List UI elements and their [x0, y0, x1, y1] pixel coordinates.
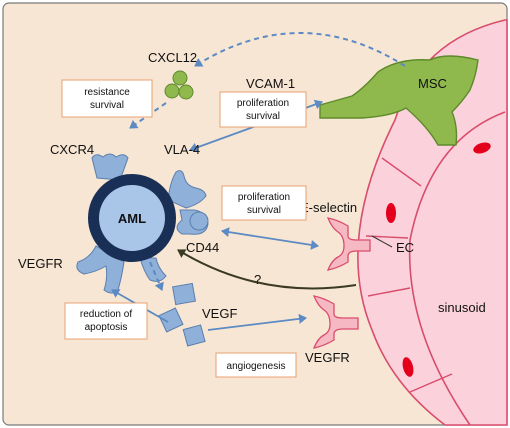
ec-label: EC — [396, 240, 414, 255]
cd44-eselectin-arrow — [221, 227, 319, 250]
cxcr4-label: CXCR4 — [50, 142, 94, 157]
box-line: resistance — [84, 87, 130, 98]
vegfr-left-label: VEGFR — [18, 256, 63, 271]
vla4-label: VLA-4 — [164, 142, 200, 157]
aml-cell: AML — [76, 153, 209, 294]
box-line: survival — [90, 100, 124, 111]
vessel-to-aml-arrow — [177, 249, 357, 290]
vegf-label: VEGF — [202, 306, 237, 321]
sinusoid-label: sinusoid — [438, 300, 486, 315]
box-line: angiogenesis — [227, 361, 286, 372]
resistance-survival-box: resistance survival — [61, 79, 153, 118]
vegfr-right-label: VEGFR — [305, 350, 350, 365]
e-selectin-receptor — [326, 217, 371, 271]
cxcl12-molecule — [178, 84, 194, 100]
cd44-knob — [189, 211, 209, 231]
msc-cell — [319, 55, 479, 146]
vla4-receptor — [167, 170, 207, 209]
aml-bottom-receptor — [139, 257, 167, 282]
cxcl12-label: CXCL12 — [148, 50, 197, 65]
cd44-label: CD44 — [186, 240, 219, 255]
vegf-molecule — [172, 282, 196, 306]
reduction-of-apoptosis-box: reduction of apoptosis — [64, 302, 148, 340]
question-label: ? — [254, 272, 261, 287]
box-line: proliferation — [238, 192, 290, 203]
cxcr4-receptor — [91, 153, 129, 181]
proliferation-survival-box-mid: proliferation survival — [221, 185, 307, 221]
endothelial-nucleus — [402, 357, 414, 377]
vegfr-receptor-vessel — [312, 295, 359, 349]
endothelial-nucleus — [386, 203, 396, 223]
aml-label: AML — [118, 211, 146, 226]
vcam1-label: VCAM-1 — [246, 76, 295, 91]
box-line: apoptosis — [85, 322, 128, 333]
box-line: reduction of — [80, 309, 132, 320]
e-selectin-label: E-selectin — [300, 200, 357, 215]
vegf-molecule — [158, 307, 184, 333]
proliferation-survival-box-top: proliferation survival — [219, 91, 307, 128]
cxcl12-molecule — [164, 83, 180, 99]
box-line: proliferation — [237, 98, 289, 109]
ec-pointer — [371, 235, 393, 248]
cxcl12-molecule — [172, 70, 188, 86]
endothelial-nucleus — [473, 142, 491, 154]
angiogenesis-box: angiogenesis — [215, 352, 297, 378]
vegf-to-vessel-arrow — [207, 313, 307, 331]
box-line: survival — [246, 111, 280, 122]
msc-to-cxcl12-arrow — [194, 32, 406, 67]
box-line: survival — [247, 205, 281, 216]
vegf-molecule — [182, 324, 206, 347]
aml-cell-core — [99, 185, 165, 251]
msc-label: MSC — [418, 76, 447, 91]
